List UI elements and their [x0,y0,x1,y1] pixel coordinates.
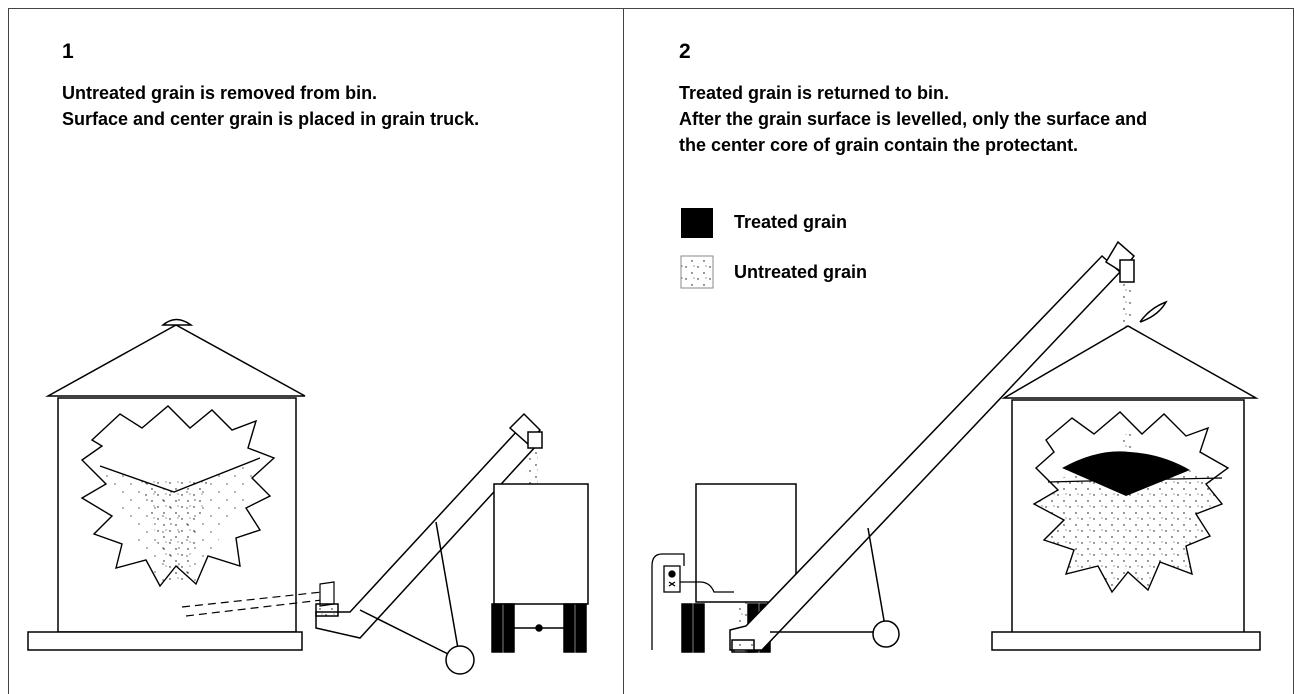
power-outlet-icon [651,553,734,650]
legend-untreated-label: Untreated grain [734,262,868,282]
step-1-panel [8,8,624,694]
step-1-number: 1 [62,40,74,63]
legend-untreated-swatch [680,255,714,289]
step-1-line-2: Surface and center grain is placed in gr… [62,109,480,129]
step-1-line-1: Untreated grain is removed from bin. [62,83,378,103]
step-2-description: Treated grain is returned to bin. After … [679,80,1147,158]
step-1-description: Untreated grain is removed from bin. Sur… [62,80,479,132]
legend-treated-label: Treated grain [734,212,848,232]
step-1-grain-mass [80,405,276,588]
step-2-line-3: the center core of grain contain the pro… [679,135,1079,155]
step-2-line-2: After the grain surface is levelled, onl… [679,109,1148,129]
step-2-grain-stream [1121,282,1133,328]
step-1-grain-stream [528,448,538,484]
step-1-auger [315,412,543,675]
step-2-number: 2 [679,40,691,63]
step-2-grain-mass [1032,411,1230,594]
step-2-auger [729,240,1136,653]
step-2-line-1: Treated grain is returned to bin. [679,83,950,103]
legend-treated-swatch [681,208,713,238]
step-1-truck [491,483,589,653]
